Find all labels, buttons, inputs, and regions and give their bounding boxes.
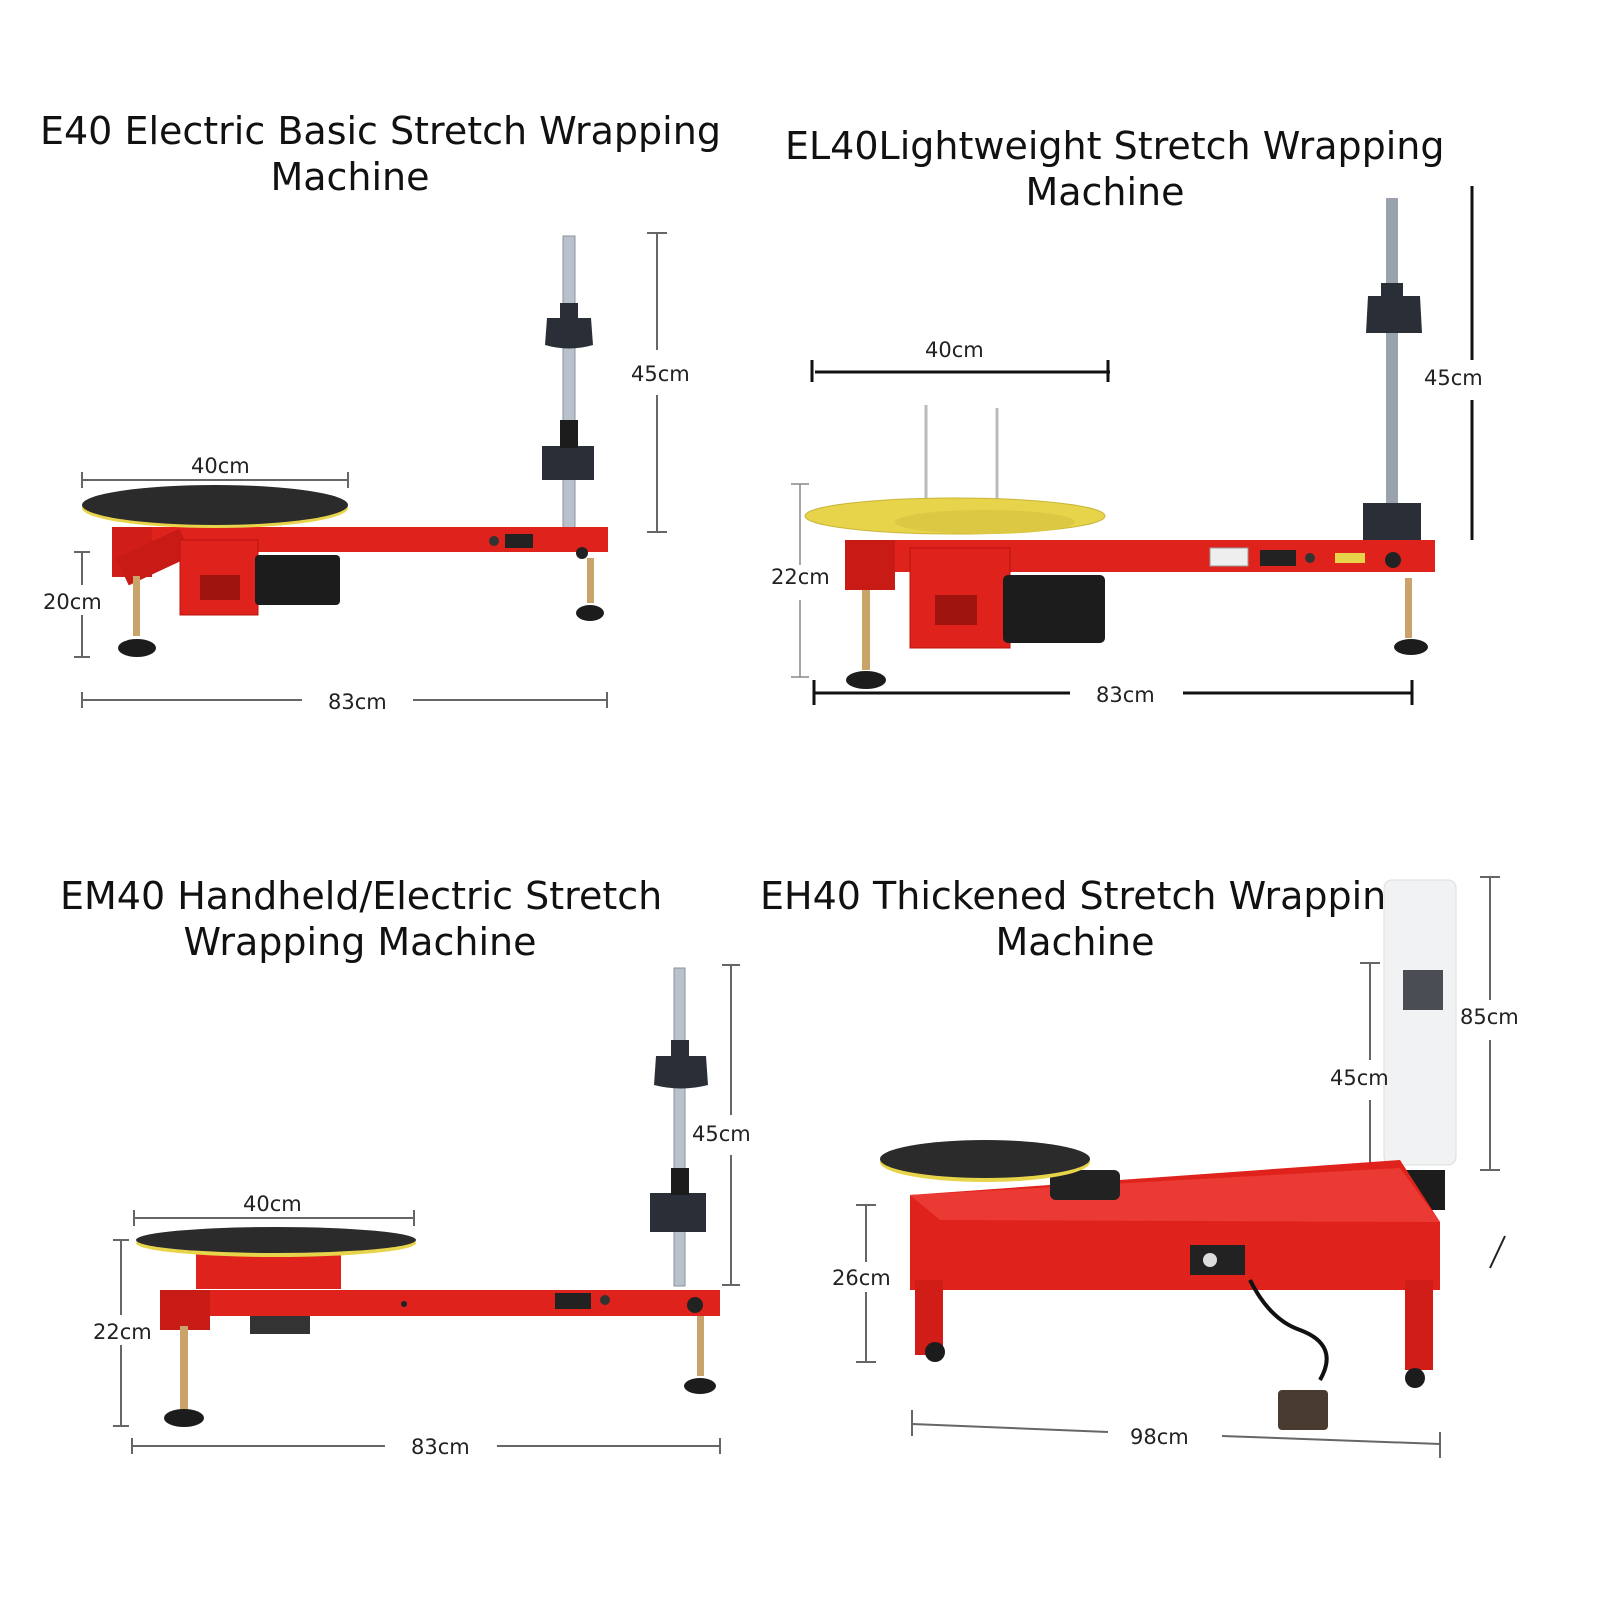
mast-dimension-label: 45cm bbox=[1330, 1066, 1389, 1090]
width-dimension-label: 83cm bbox=[328, 690, 387, 714]
mast-dimension-label: 45cm bbox=[692, 1122, 751, 1146]
title-line-1: E40 Electric Basic Stretch Wrapping bbox=[40, 109, 721, 153]
height-dimension-label: 22cm bbox=[93, 1320, 152, 1344]
width-dimension-label: 83cm bbox=[411, 1435, 470, 1459]
width-dimension-label: 83cm bbox=[1096, 683, 1155, 707]
panel-eh40: EH40 Thickened Stretch Wrapping Machine bbox=[0, 0, 1519, 1458]
panel-title: EM40 Handheld/Electric Stretch Wrapping … bbox=[60, 873, 663, 965]
el40-machine-illustration bbox=[791, 186, 1474, 705]
title-line-2: Machine bbox=[270, 155, 430, 199]
title-line-1: EM40 Handheld/Electric Stretch bbox=[60, 874, 663, 918]
panel-em40: EM40 Handheld/Electric Stretch Wrapping … bbox=[0, 0, 800, 1459]
turntable-dimension-label: 40cm bbox=[191, 454, 250, 478]
panel-el40: EL40Lightweight Stretch Wrapping Machine bbox=[0, 0, 1483, 800]
height-dimension-label: 20cm bbox=[43, 590, 102, 614]
width-dimension-label: 98cm bbox=[1130, 1425, 1189, 1449]
title-line-2: Machine bbox=[1025, 170, 1185, 214]
height-dimension-label: 22cm bbox=[771, 565, 830, 589]
title-line-2: Machine bbox=[995, 920, 1155, 964]
panel-e40: E40 Electric Basic Stretch Wrapping Mach… bbox=[0, 0, 800, 800]
title-line-1: EL40Lightweight Stretch Wrapping bbox=[785, 124, 1445, 168]
e40-machine-illustration bbox=[74, 232, 667, 708]
panel-title: EL40Lightweight Stretch Wrapping Machine bbox=[785, 123, 1445, 215]
panel-title: EH40 Thickened Stretch Wrapping Machine bbox=[760, 873, 1411, 965]
em40-machine-illustration bbox=[113, 964, 740, 1454]
turntable-dimension-label: 40cm bbox=[925, 338, 984, 362]
total-height-dimension-label: 85cm bbox=[1460, 1005, 1519, 1029]
mast-dimension-label: 45cm bbox=[1424, 366, 1483, 390]
panel-title: E40 Electric Basic Stretch Wrapping Mach… bbox=[40, 108, 721, 200]
title-line-2: Wrapping Machine bbox=[183, 920, 537, 964]
title-line-1: EH40 Thickened Stretch Wrapping bbox=[760, 874, 1411, 918]
height-dimension-label: 26cm bbox=[832, 1266, 891, 1290]
mast-dimension-label: 45cm bbox=[631, 362, 690, 386]
turntable-dimension-label: 40cm bbox=[243, 1192, 302, 1216]
